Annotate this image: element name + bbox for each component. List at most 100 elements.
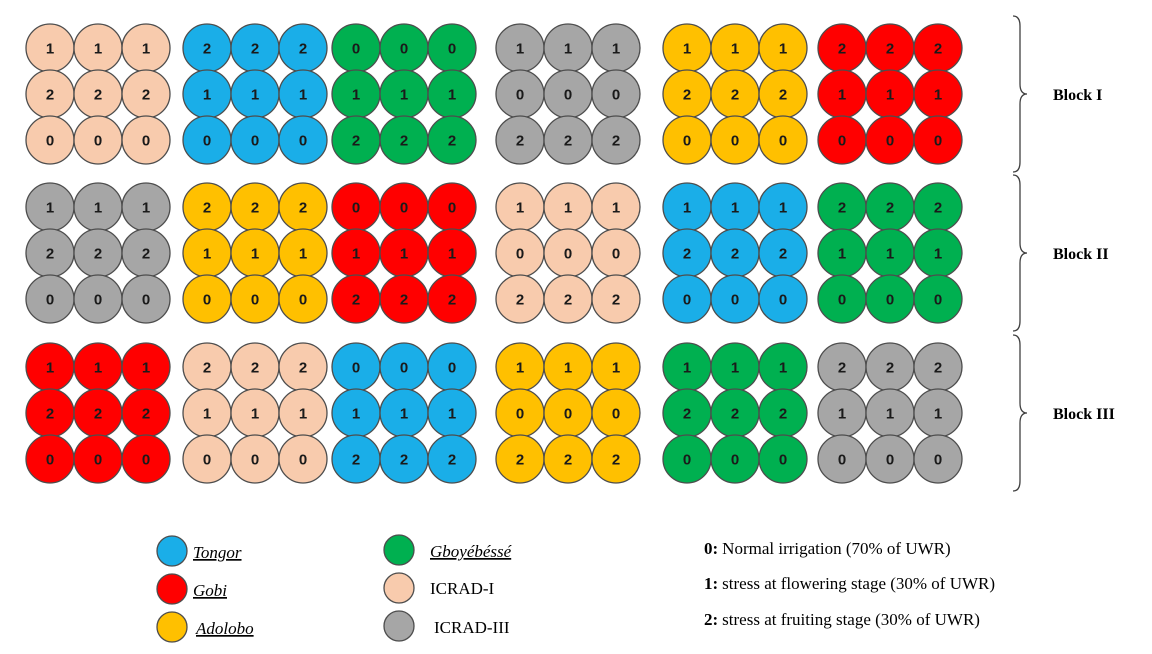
treatment-code: 2 bbox=[886, 41, 894, 58]
block-label: Block III bbox=[1053, 406, 1115, 423]
treatment-code: 2 bbox=[731, 406, 739, 423]
legend-label: ICRAD-I bbox=[430, 579, 495, 598]
legend-label: Tongor bbox=[193, 543, 242, 562]
treatment-code: 2 bbox=[564, 452, 572, 469]
treatment-code: 1 bbox=[886, 406, 894, 423]
treatment-code: 2 bbox=[731, 87, 739, 104]
legend-item-icrad3: ICRAD-III bbox=[383, 610, 510, 642]
treatment-code: 0 bbox=[448, 41, 456, 58]
treatment-code: 1 bbox=[731, 360, 739, 377]
treatment-code: 1 bbox=[934, 87, 942, 104]
treatment-code: 1 bbox=[299, 246, 307, 263]
treatment-code: 2 bbox=[299, 41, 307, 58]
treatment-code: 2 bbox=[838, 360, 846, 377]
treatment-code: 2 bbox=[352, 133, 360, 150]
treatment-code: 1 bbox=[400, 246, 408, 263]
treatment-code: 0 bbox=[142, 452, 150, 469]
treatment-code: 2 bbox=[352, 452, 360, 469]
treatment-code: 1 bbox=[448, 87, 456, 104]
treatment-code: 0 bbox=[142, 292, 150, 309]
treatment-code: 2 bbox=[94, 406, 102, 423]
legend-item-tongor: Tongor bbox=[156, 535, 242, 567]
treatment-code: 0 bbox=[352, 200, 360, 217]
treatment-code: 1 bbox=[400, 87, 408, 104]
treatment-code: 0 bbox=[46, 133, 54, 150]
treatment-code: 0 bbox=[94, 292, 102, 309]
legend-swatch bbox=[383, 534, 415, 566]
block-brace bbox=[1012, 15, 1028, 173]
treatment-code: 1 bbox=[838, 406, 846, 423]
treatment-code: 1 bbox=[838, 87, 846, 104]
treatment-code: 1 bbox=[731, 41, 739, 58]
treatment-code: 1 bbox=[683, 360, 691, 377]
treatment-code: 0 bbox=[516, 406, 524, 423]
treatment-code: 2 bbox=[251, 41, 259, 58]
treatment-code: 0 bbox=[886, 292, 894, 309]
treatment-code: 2 bbox=[203, 360, 211, 377]
plant-circle bbox=[913, 274, 963, 324]
treatment-code: 1 bbox=[352, 406, 360, 423]
legend-swatch bbox=[156, 611, 188, 643]
treatment-code: 0 bbox=[779, 452, 787, 469]
treatment-code: 0 bbox=[934, 292, 942, 309]
treatment-code: 1 bbox=[142, 360, 150, 377]
treatment-code: 2 bbox=[142, 246, 150, 263]
block-labels-layer: Block I Block II Block III bbox=[1012, 15, 1115, 492]
treatment-code: 1 bbox=[564, 360, 572, 377]
block-label: Block I bbox=[1053, 87, 1102, 104]
plots-layer: 1 1 1 2 2 2 0 0 0 2 2 2 1 1 1 0 0 0 0 0 0 1 1 1 2 2 2 1 1 1 0 0 0 2 2 2 1 1 1 2… bbox=[25, 23, 963, 484]
treatment-code: 0 bbox=[251, 133, 259, 150]
plant-circle bbox=[427, 434, 477, 484]
treatment-code: 0 bbox=[299, 292, 307, 309]
treatment-code: 2 bbox=[683, 87, 691, 104]
treatment-code: 1 bbox=[516, 41, 524, 58]
treatment-entry: 1:stress at flowering stage (30% of UWR) bbox=[704, 574, 995, 593]
legend-label: Gobi bbox=[193, 581, 227, 600]
treatment-code: 1 bbox=[564, 41, 572, 58]
treatment-code-label: 0: bbox=[704, 539, 718, 558]
treatment-code: 1 bbox=[683, 200, 691, 217]
treatment-code: 1 bbox=[516, 360, 524, 377]
treatment-code: 2 bbox=[564, 292, 572, 309]
treatment-code: 0 bbox=[46, 452, 54, 469]
treatment-code: 0 bbox=[251, 292, 259, 309]
treatment-code: 0 bbox=[564, 246, 572, 263]
plant-circle bbox=[591, 115, 641, 165]
treatment-code: 1 bbox=[448, 246, 456, 263]
treatment-code: 1 bbox=[352, 246, 360, 263]
treatment-description: stress at flowering stage (30% of UWR) bbox=[722, 574, 995, 593]
treatment-code: 0 bbox=[779, 133, 787, 150]
treatment-code: 0 bbox=[886, 452, 894, 469]
treatment-code: 0 bbox=[612, 87, 620, 104]
treatment-code: 0 bbox=[400, 200, 408, 217]
treatment-code: 1 bbox=[400, 406, 408, 423]
treatment-code: 2 bbox=[400, 292, 408, 309]
treatment-code: 0 bbox=[516, 246, 524, 263]
treatment-code: 2 bbox=[46, 406, 54, 423]
treatment-code: 2 bbox=[299, 200, 307, 217]
plant-circle bbox=[591, 274, 641, 324]
treatment-code: 1 bbox=[299, 87, 307, 104]
treatment-code: 1 bbox=[838, 246, 846, 263]
plant-circle bbox=[121, 274, 171, 324]
plant-circle bbox=[427, 274, 477, 324]
treatment-code: 2 bbox=[779, 406, 787, 423]
treatment-code: 2 bbox=[448, 292, 456, 309]
treatment-code: 1 bbox=[886, 87, 894, 104]
treatment-code: 2 bbox=[94, 87, 102, 104]
treatment-code: 2 bbox=[683, 406, 691, 423]
block-label: Block II bbox=[1053, 246, 1109, 263]
treatment-code: 1 bbox=[731, 200, 739, 217]
treatment-code: 2 bbox=[516, 452, 524, 469]
treatment-code: 2 bbox=[448, 452, 456, 469]
treatment-code: 0 bbox=[731, 292, 739, 309]
